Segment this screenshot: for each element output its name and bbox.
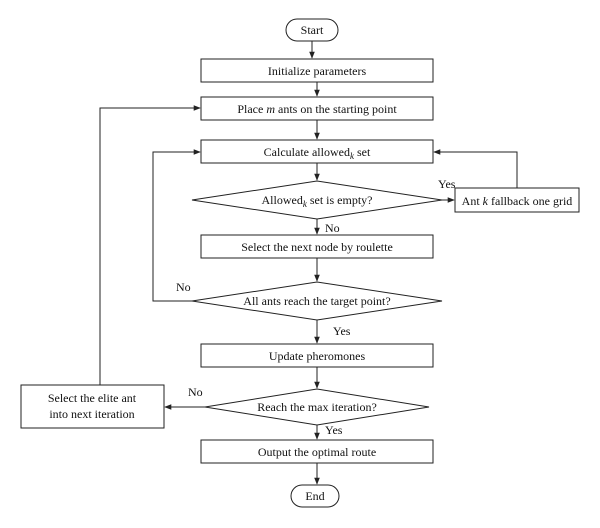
arrow-elite-to-place [99,105,201,385]
arrow-target-no-to-calc [152,149,201,302]
reach-target-decision: All ants reach the target point? [191,281,443,321]
initialize-parameters-label: Initialize parameters [268,64,367,78]
edge-label-max-no: No [188,385,203,399]
place-ants-label: Place m ants on the starting point [237,102,397,116]
update-pheromones-box: Update pheromones [200,343,434,368]
select-elite-ant-line2: into next iteration [49,407,134,421]
edge-label-empty-yes: Yes [438,177,456,191]
start-terminal: Start [285,18,339,42]
update-pheromones-label: Update pheromones [269,349,366,363]
reach-target-label: All ants reach the target point? [243,294,390,308]
ant-fallback-box: Ant k fallback one grid [454,187,580,213]
ant-fallback-label: Ant k fallback one grid [462,194,573,208]
end-label: End [305,489,324,503]
allowed-set-empty-decision: Allowedk set is empty? [191,180,443,220]
select-next-node-box: Select the next node by roulette [200,234,434,259]
edge-label-target-yes: Yes [333,324,351,338]
max-iteration-label: Reach the max iteration? [257,400,377,414]
calculate-allowed-set-label: Calculate allowedk set [264,145,371,161]
select-elite-ant-box: Select the elite ant into next iteration [20,384,165,429]
select-next-node-label: Select the next node by roulette [241,240,393,254]
allowed-set-empty-label: Allowedk set is empty? [262,193,373,209]
start-label: Start [301,23,324,37]
initialize-parameters-box: Initialize parameters [200,58,434,83]
max-iteration-decision: Reach the max iteration? [204,388,430,426]
output-optimal-route-label: Output the optimal route [258,445,376,459]
output-optimal-route-box: Output the optimal route [200,439,434,464]
select-elite-ant-line1: Select the elite ant [48,391,137,405]
edge-label-max-yes: Yes [325,423,343,437]
calculate-allowed-set-box: Calculate allowedk set [200,139,434,164]
end-terminal: End [290,484,340,508]
place-ants-box: Place m ants on the starting point [200,96,434,121]
edge-label-empty-no: No [325,221,340,235]
arrow-fallback-to-calc [433,149,518,188]
edge-label-target-no: No [176,280,191,294]
